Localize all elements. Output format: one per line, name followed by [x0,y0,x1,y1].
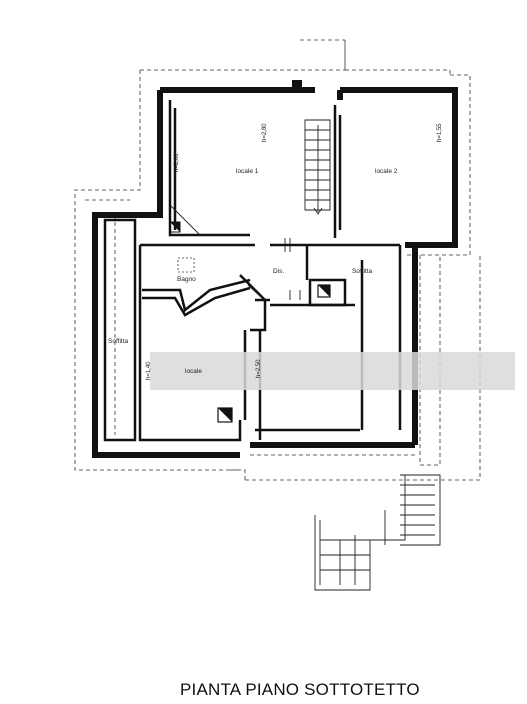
stairs-upper [304,119,331,215]
height-label-5: h=2,50 [256,359,262,378]
redaction-band [150,352,515,390]
room-labels: locale 1 locale 2 Bagno Dis. Soffitta So… [108,168,398,375]
room-label-bagno: Bagno [177,276,196,283]
height-labels: h=2,00 h=2,80 h=1,55 h=1,40 h=2,50 [146,123,443,380]
stairs-external [314,474,441,591]
walls [92,87,458,458]
height-label-2: h=2,80 [262,123,268,142]
height-label-4: h=1,40 [146,361,152,380]
room-label-dis: Dis. [273,268,284,275]
room-label-soffitta-left: Soffitta [108,338,129,345]
height-label-1: h=2,00 [174,153,180,172]
room-label-locale1: locale 1 [236,168,259,175]
plan-title: PIANTA PIANO SOTTOTETTO [180,680,420,699]
room-label-locale2: locale 2 [375,168,398,175]
room-label-locale-bottom: locale [185,368,202,375]
door-swings [169,204,301,300]
chimney-symbols [169,80,331,423]
bath-fixture [177,257,195,273]
room-label-soffitta-right: Soffitta [352,268,373,275]
height-label-3: h=1,55 [437,123,443,142]
